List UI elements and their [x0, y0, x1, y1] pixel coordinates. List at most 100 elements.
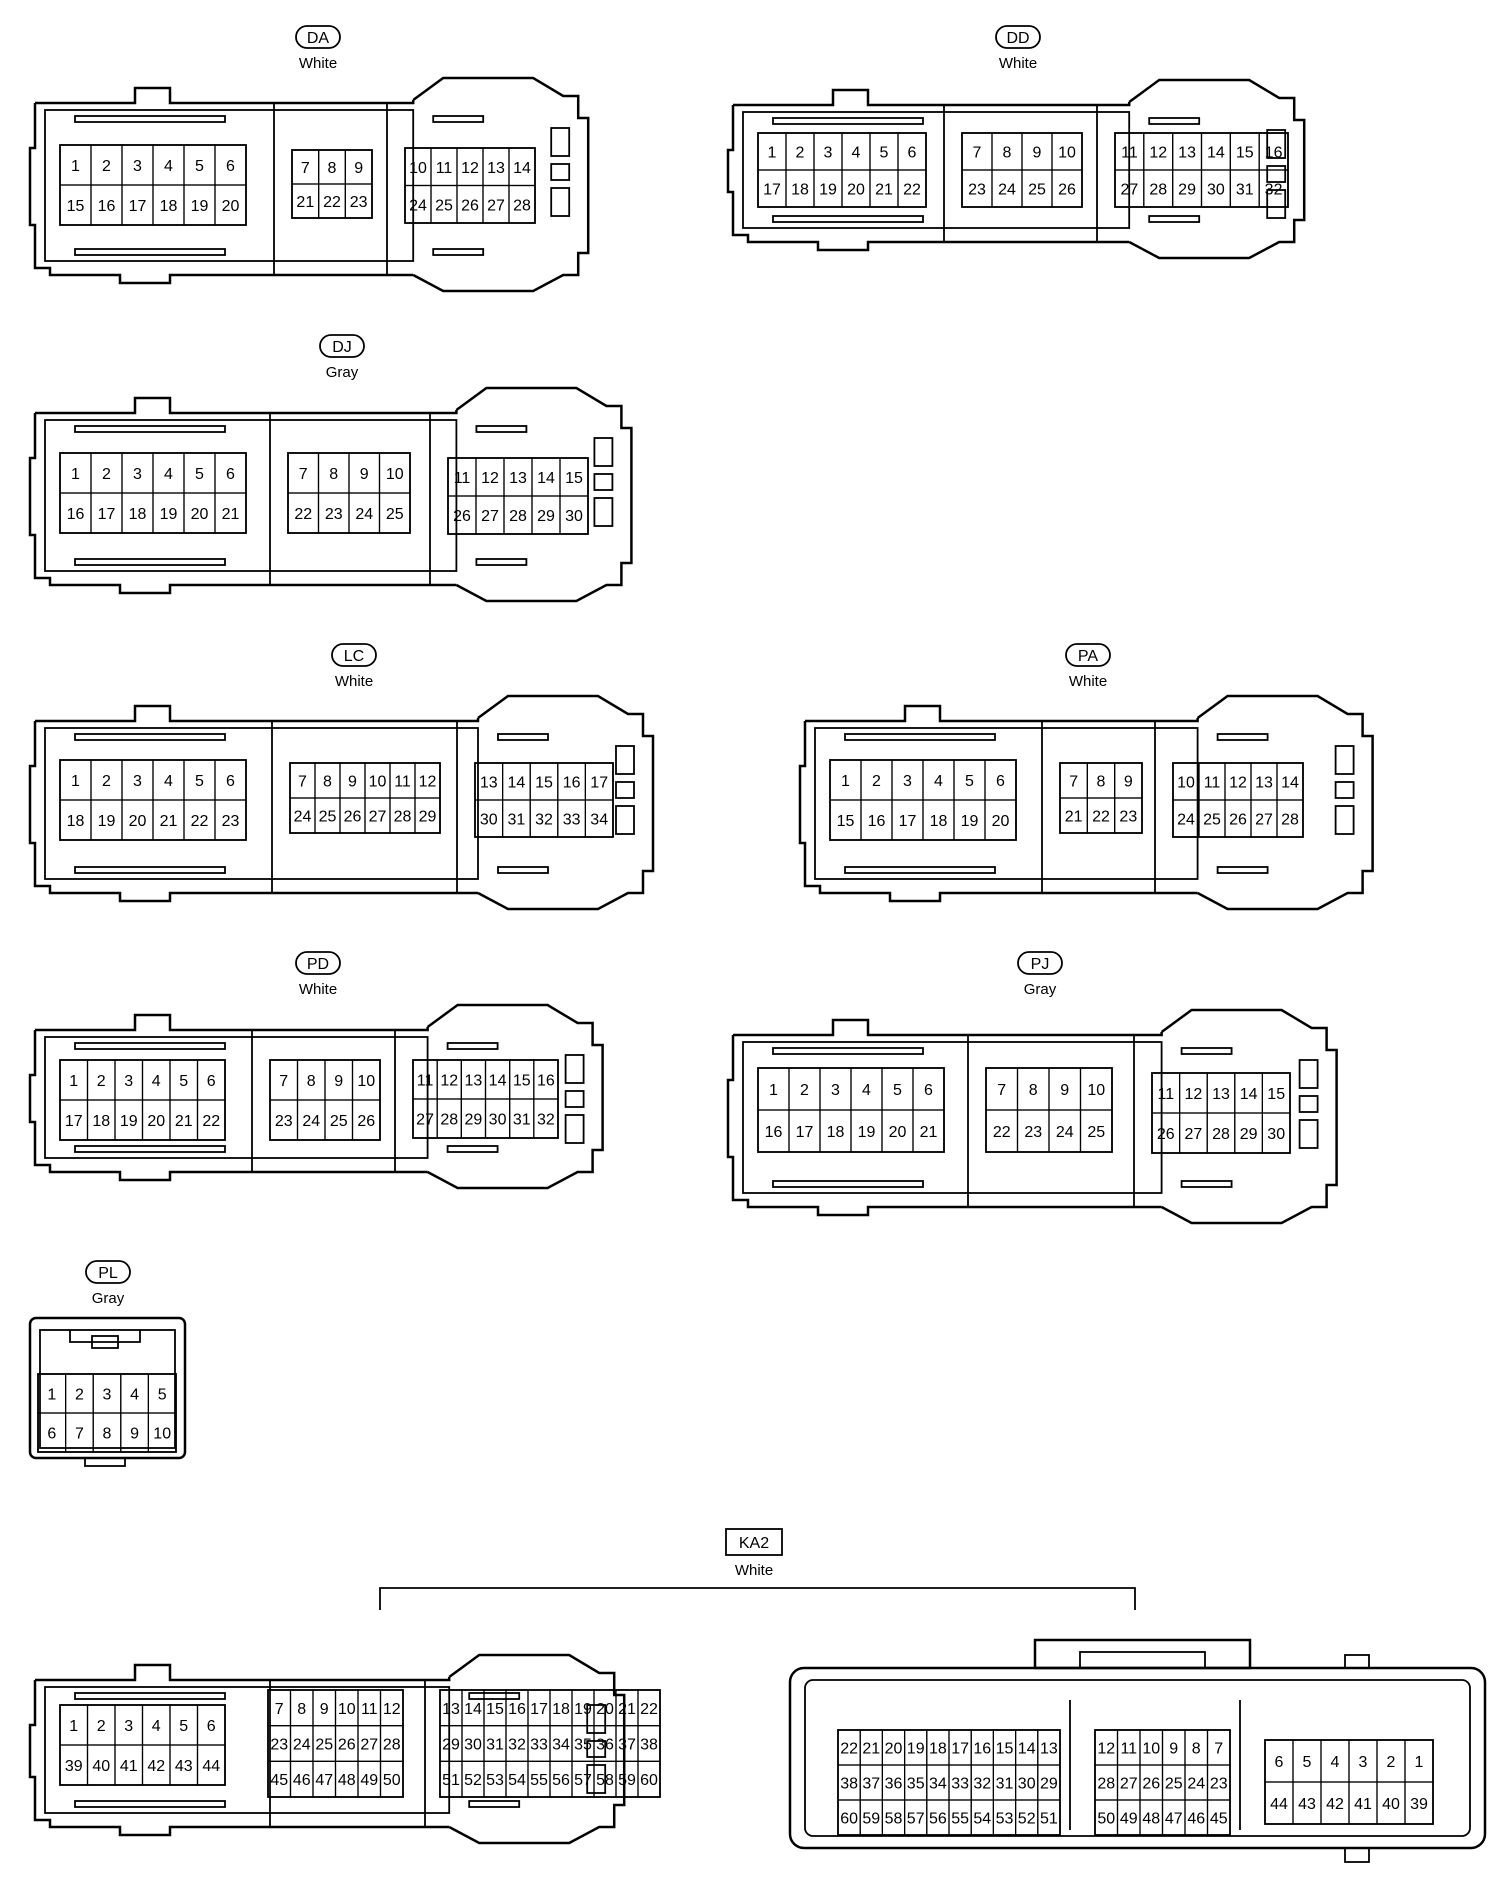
lock-flange [1128, 78, 1306, 260]
pin-number: 2 [75, 1387, 84, 1404]
pin-number: 34 [929, 1776, 947, 1793]
pin-number: 35 [574, 1737, 592, 1754]
pin-number: 29 [1178, 182, 1196, 199]
pin-number: 60 [640, 1772, 658, 1789]
pin-number: 56 [552, 1772, 570, 1789]
pin-number: 18 [129, 506, 147, 523]
pin-number: 52 [464, 1772, 482, 1789]
pin-number: 44 [202, 1758, 220, 1775]
pin-number: 12 [1229, 775, 1247, 792]
pin-number: 7 [973, 145, 982, 162]
pin-number: 33 [563, 812, 581, 829]
pin-number: 10 [1087, 1082, 1105, 1099]
pin-number: 1 [71, 158, 80, 175]
pin-number: 32 [508, 1737, 526, 1754]
pin-number: 26 [344, 809, 362, 826]
pin-number: 33 [530, 1737, 548, 1754]
pin-number: 49 [360, 1772, 378, 1789]
pin-number: 10 [153, 1426, 171, 1443]
pin-number: 8 [1097, 774, 1106, 791]
pin-number: 1 [69, 1718, 78, 1735]
connector-color: Gray [92, 1290, 125, 1307]
pin-number: 56 [929, 1811, 947, 1828]
pin-number: 31 [508, 812, 526, 829]
pin-number: 18 [791, 182, 809, 199]
pin-number: 20 [885, 1741, 903, 1758]
pin-number: 29 [1240, 1126, 1258, 1143]
pin-number: 45 [270, 1772, 288, 1789]
pin-number: 20 [847, 182, 865, 199]
pin-number: 2 [102, 466, 111, 483]
pin-number: 7 [279, 1073, 288, 1090]
pin-cell [984, 799, 1017, 841]
pin-number: 20 [889, 1124, 907, 1141]
pin-number: 2 [102, 773, 111, 790]
pin-number: 25 [1165, 1776, 1183, 1793]
pin-number: 31 [996, 1776, 1014, 1793]
pin-number: 13 [465, 1073, 483, 1090]
pin-number: 12 [1185, 1086, 1203, 1103]
pin-number: 30 [1207, 182, 1225, 199]
pin-number: 22 [191, 813, 209, 830]
pin-number: 15 [996, 1741, 1014, 1758]
pin-number: 22 [640, 1701, 658, 1718]
pin-number: 31 [513, 1112, 531, 1129]
pin-number: 25 [1087, 1124, 1105, 1141]
pin-number: 14 [513, 160, 531, 177]
pin-number: 24 [294, 809, 312, 826]
pin-number: 6 [226, 466, 235, 483]
pin-number: 19 [858, 1124, 876, 1141]
pin-number: 29 [465, 1112, 483, 1129]
pin-number: 21 [222, 506, 240, 523]
lock-flange [455, 386, 633, 603]
pin-number: 27 [1120, 1776, 1138, 1793]
pin-number: 42 [147, 1758, 165, 1775]
connector-color: White [299, 981, 337, 998]
pin-number: 18 [160, 198, 178, 215]
pin-number: 16 [98, 198, 116, 215]
pin-number: 26 [453, 508, 471, 525]
pin-number: 24 [998, 182, 1016, 199]
pin-number: 36 [596, 1737, 614, 1754]
pin-number: 6 [47, 1426, 56, 1443]
pin-number: 11 [436, 160, 453, 177]
pin-number: 1 [769, 1082, 778, 1099]
pin-number: 21 [920, 1124, 938, 1141]
pin-number: 25 [330, 1113, 348, 1130]
connector-code: PA [1078, 648, 1098, 665]
pin-number: 27 [416, 1112, 434, 1129]
pin-number: 32 [973, 1776, 991, 1793]
pin-number: 20 [129, 813, 147, 830]
lock-flange [426, 1003, 604, 1190]
pin-number: 23 [270, 1737, 288, 1754]
pin-number: 14 [1281, 775, 1299, 792]
pin-number: 26 [1142, 1776, 1160, 1793]
pin-number: 26 [1229, 812, 1247, 829]
pin-number: 23 [325, 506, 343, 523]
pin-number: 41 [1354, 1796, 1372, 1813]
pin-cell [559, 495, 589, 535]
pin-number: 17 [129, 198, 147, 215]
housing-outline [798, 704, 1199, 903]
pin-number: 40 [92, 1758, 110, 1775]
pin-number: 21 [175, 1113, 193, 1130]
pin-number: 5 [195, 158, 204, 175]
pin-cell [1261, 1112, 1291, 1154]
pin-number: 23 [275, 1113, 293, 1130]
lock-flange [477, 694, 655, 911]
pin-number: 9 [1033, 145, 1042, 162]
pin-number: 21 [296, 194, 314, 211]
pin-number: 19 [120, 1113, 138, 1130]
